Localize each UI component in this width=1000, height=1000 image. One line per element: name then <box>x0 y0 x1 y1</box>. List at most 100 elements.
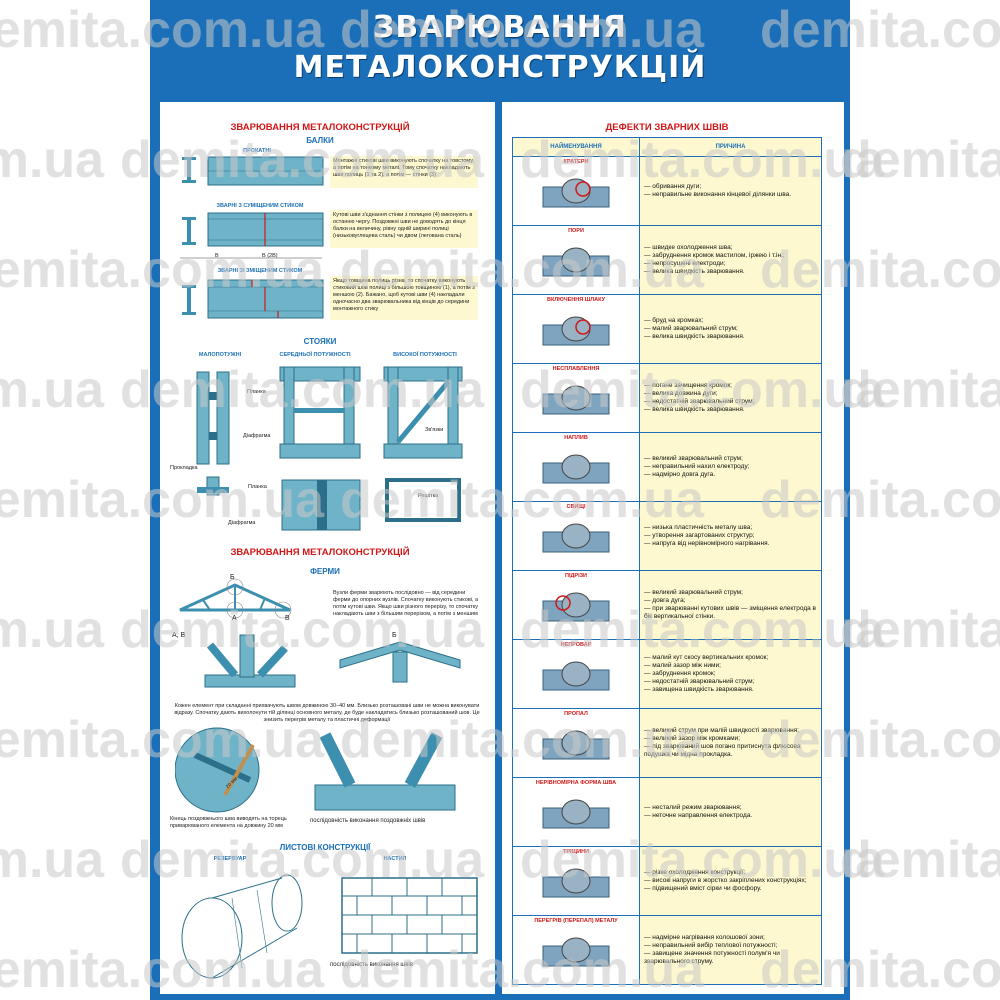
defect-cause-line: — високі напруги в жорстко закріплених к… <box>644 877 807 884</box>
defect-causes: — швидке охолодження шва;— забруднення к… <box>639 225 822 295</box>
defect-causes: — бруд на кромках;— малий зварювальний с… <box>639 294 822 364</box>
defect-illustration-cell: СВИЩІ <box>512 501 640 571</box>
defect-cause-line: — під зварюваний шов погано притиснута ф… <box>644 743 801 758</box>
mid-column <box>279 366 361 531</box>
defect-cause-line: — несталий режим зварювання; <box>644 804 742 811</box>
defect-illustration-cell: ПОРИ <box>512 225 640 295</box>
defect-cause-line: — неправильне виконання кінцевої ділянки… <box>644 191 792 198</box>
defects-title: ДЕФЕКТИ ЗВАРНИХ ШВІВ <box>605 122 729 133</box>
weld-defect-illustration <box>542 730 610 760</box>
defect-cause-line: — непросушені електроди; <box>644 260 726 267</box>
defect-name: ПРОПАЛ <box>564 711 588 717</box>
beams-diagram <box>180 156 324 319</box>
defect-illustration-cell: ТРІЩИНИ <box>512 846 640 916</box>
defect-row: НЕСПЛАВЛЕННЯ— погане зачищення кромок;— … <box>512 363 822 433</box>
truss-text: Кожен елемент при складанні прихвачують … <box>174 703 480 723</box>
defect-name: ПІДРІЗИ <box>565 573 587 579</box>
col-mid-label: СЕРЕДНЬОЇ ПОТУЖНОСТІ <box>279 352 351 358</box>
weld-defect-illustration <box>542 661 610 691</box>
defects-header-row: НАЙМЕНУВАННЯ ПРИЧИНА <box>512 137 822 157</box>
beam-combined-label: ЗВАРНІ З СУМІЩЕНИМ СТИКОМ <box>216 203 304 209</box>
truss-node-b <box>339 641 461 683</box>
weld-defect-illustration <box>542 247 610 277</box>
defect-causes: — малий кут скосу вертикальних кромок;— … <box>639 639 822 709</box>
watermark-text: demita.com.ua <box>0 831 105 889</box>
defect-row: НЕПРОВАР — малий кут скосу вертикальних к… <box>512 639 822 709</box>
weld-defect-illustration <box>542 868 610 898</box>
section1-title: ЗВАРЮВАННЯ МЕТАЛОКОНСТРУКЦІЙ <box>230 122 410 133</box>
defect-cause-line: — підвищений вміст сірки чи фосфору. <box>644 885 762 892</box>
dim-b: B <box>215 253 219 259</box>
defect-cause-line: — велика швидкість зварювання. <box>644 406 745 413</box>
defect-causes: — великий струм при малій швидкості звар… <box>639 708 822 778</box>
weld-defect-illustration <box>542 937 610 967</box>
defect-cause-line: — неточне направлення електрода. <box>644 812 753 819</box>
defect-cause-line: — довга дуга; <box>644 597 686 604</box>
col-high-label: ВИСОКОЇ ПОТУЖНОСТІ <box>393 352 457 358</box>
defect-cause-line: — швидке охолодження шва; <box>644 244 733 251</box>
defect-cause-line: — недостатній зварювальний струм; <box>644 398 755 405</box>
defect-name: НАПЛИВ <box>564 435 588 441</box>
weld-defect-illustration <box>542 592 610 622</box>
defect-illustration-cell: НЕСПЛАВЛЕННЯ <box>512 363 640 433</box>
combined-beam-section <box>182 217 196 245</box>
defect-illustration-cell: НАПЛИВ <box>512 432 640 502</box>
defect-causes: — погане зачищення кромок;— велика довжи… <box>639 363 822 433</box>
defect-cause-line: — малий зазор між ними; <box>644 662 721 669</box>
section2-title: ЗВАРЮВАННЯ МЕТАЛОКОНСТРУКЦІЙ <box>230 547 410 558</box>
deck-drawing <box>341 877 478 954</box>
title-line-2: МЕТАЛОКОНСТРУКЦІЙ <box>293 50 707 85</box>
weld-defect-illustration <box>542 799 610 829</box>
defect-cause-line: — велика швидкість зварювання. <box>644 333 745 340</box>
beam-note-2: Кутові шви з'єднання стінки з полицею (4… <box>330 210 478 248</box>
defect-cause-line: — недостатній зварювальний струм; <box>644 678 755 685</box>
label-zvyazky: Зв'язки <box>425 427 444 433</box>
sheet-title: ЛИСТОВІ КОНСТРУКЦІЇ <box>279 843 371 852</box>
defect-cause-line: — утворення загартованих структур; <box>644 532 755 539</box>
defect-cause-line: — велика довжина дуги; <box>644 390 718 397</box>
watermark-text: demita.com.ua <box>0 361 105 419</box>
truss-note: Вузли ферми зварюють послідовно — від се… <box>333 590 479 617</box>
defect-illustration-cell: ПРОПАЛ <box>512 708 640 778</box>
defect-cause-line: — великий зазор між кромками; <box>644 735 741 742</box>
weld-defect-illustration <box>542 523 610 553</box>
tank-drawing <box>181 874 303 979</box>
watermark-text: demita.com.ua <box>840 601 1000 659</box>
defect-illustration-cell: НЕПРОВАР <box>512 639 640 709</box>
columns-title: СТОЯКИ <box>303 337 337 346</box>
beam-note-1: Монтажні стикові шви виконують спочатку … <box>330 156 478 188</box>
label-av: А, В <box>172 632 186 639</box>
defect-illustration-cell: ПІДРІЗИ <box>512 570 640 640</box>
defects-table: НАЙМЕНУВАННЯ ПРИЧИНА КРАТЕРИ— обривання … <box>512 137 822 985</box>
rolled-beam-section <box>182 157 196 183</box>
label-reshitka: Решітка <box>418 493 439 499</box>
defect-name: НЕПРОВАР <box>560 642 592 648</box>
defect-row: ТРІЩИНИ— різке охолодження конструкції;—… <box>512 846 822 916</box>
defect-cause-line: — завищене значення потужності полум'я ч… <box>644 950 780 965</box>
circle-caption: Кінець поздовжнього шва виводять на торе… <box>170 816 287 829</box>
defect-cause-line: — бруд на кромках; <box>644 317 704 324</box>
defect-illustration-cell: ПЕРЕГРІВ (ПЕРЕПАЛ) МЕТАЛУ <box>512 915 640 985</box>
defect-causes: — різке охолодження конструкції;— високі… <box>639 846 822 916</box>
beam-note-3: Якщо товщина полиць різна, то спочатку в… <box>330 276 478 320</box>
tank-label: РЕЗЕРВУАР <box>213 856 247 862</box>
defect-row: НЕРІВНОМІРНА ФОРМА ШВА— несталий режим з… <box>512 777 822 847</box>
deck-caption: послідовність виконання швів <box>330 962 413 968</box>
defect-name: ПОРИ <box>568 228 584 234</box>
defect-cause-line: — великий зварювальний струм; <box>644 589 743 596</box>
defect-cause-line: — надмірне нагрівання колошової зони; <box>644 934 765 941</box>
defect-cause-line: — різке охолодження конструкції; <box>644 869 746 876</box>
label-prokladka: Прокладка <box>170 465 198 471</box>
seq-caption: послідовність виконання поздовжніх швів <box>310 818 426 824</box>
defect-cause-line: — великий струм при малій швидкості звар… <box>644 727 800 734</box>
seam-detail-circle <box>175 727 260 813</box>
watermark-text: demita.com.ua <box>840 131 1000 189</box>
defect-name: ПЕРЕГРІВ (ПЕРЕПАЛ) МЕТАЛУ <box>534 918 618 924</box>
truss-diagram <box>179 578 461 688</box>
weld-defect-illustration <box>542 454 610 484</box>
watermark-text: demita.com.ua <box>840 831 1000 889</box>
defect-causes: — низька пластичність металу шва;— утвор… <box>639 501 822 571</box>
defect-row: ПЕРЕГРІВ (ПЕРЕПАЛ) МЕТАЛУ — надмірне нагр… <box>512 915 822 985</box>
defect-cause-line: — малий кут скосу вертикальних кромок; <box>644 654 769 661</box>
defect-illustration-cell: КРАТЕРИ <box>512 156 640 226</box>
